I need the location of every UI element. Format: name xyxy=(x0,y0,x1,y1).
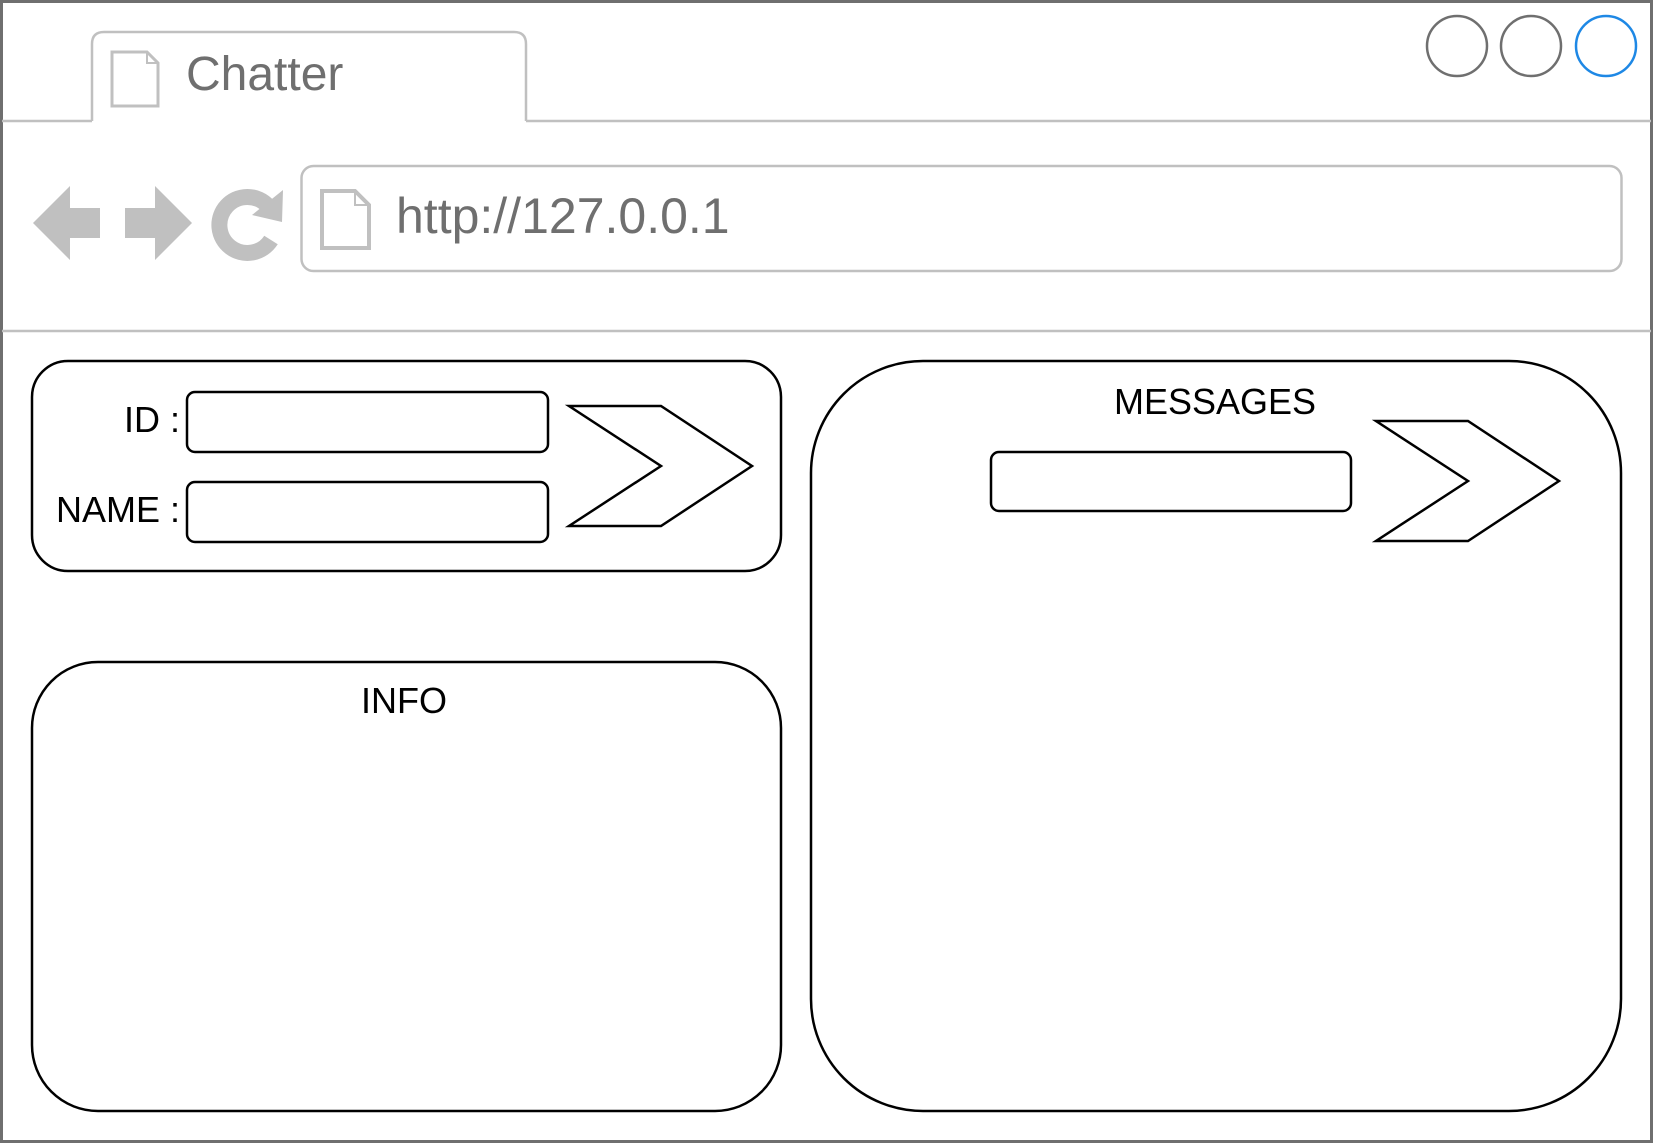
address-bar[interactable]: http://127.0.0.1 xyxy=(300,164,1623,273)
name-label: NAME : xyxy=(56,489,180,530)
login-panel: ID : NAME : xyxy=(30,359,783,573)
messages-panel: MESSAGES xyxy=(809,359,1623,1113)
login-submit-chevron-icon[interactable] xyxy=(564,404,755,528)
forward-arrow-icon[interactable] xyxy=(125,186,192,260)
tab-outline xyxy=(90,30,528,121)
reload-icon[interactable] xyxy=(211,188,283,261)
info-panel-box xyxy=(30,660,783,1113)
close-control[interactable] xyxy=(1574,14,1638,78)
page-icon xyxy=(320,189,371,250)
tab-chatter[interactable]: Chatter xyxy=(90,30,528,121)
name-input[interactable] xyxy=(185,480,550,544)
message-input[interactable] xyxy=(989,450,1353,513)
tab-title: Chatter xyxy=(186,48,343,101)
messages-panel-box xyxy=(809,359,1623,1113)
info-panel: INFO xyxy=(30,660,783,1113)
address-bar-box xyxy=(300,164,1623,273)
send-chevron-icon[interactable] xyxy=(1371,419,1562,543)
minimize-control[interactable] xyxy=(1425,14,1489,78)
maximize-control[interactable] xyxy=(1499,14,1563,78)
id-input[interactable] xyxy=(185,390,550,454)
page-icon xyxy=(110,50,160,108)
messages-title: MESSAGES xyxy=(1114,381,1316,422)
address-url: http://127.0.0.1 xyxy=(396,188,730,244)
id-label: ID : xyxy=(124,399,180,440)
back-arrow-icon[interactable] xyxy=(33,186,100,260)
info-title: INFO xyxy=(361,680,447,721)
